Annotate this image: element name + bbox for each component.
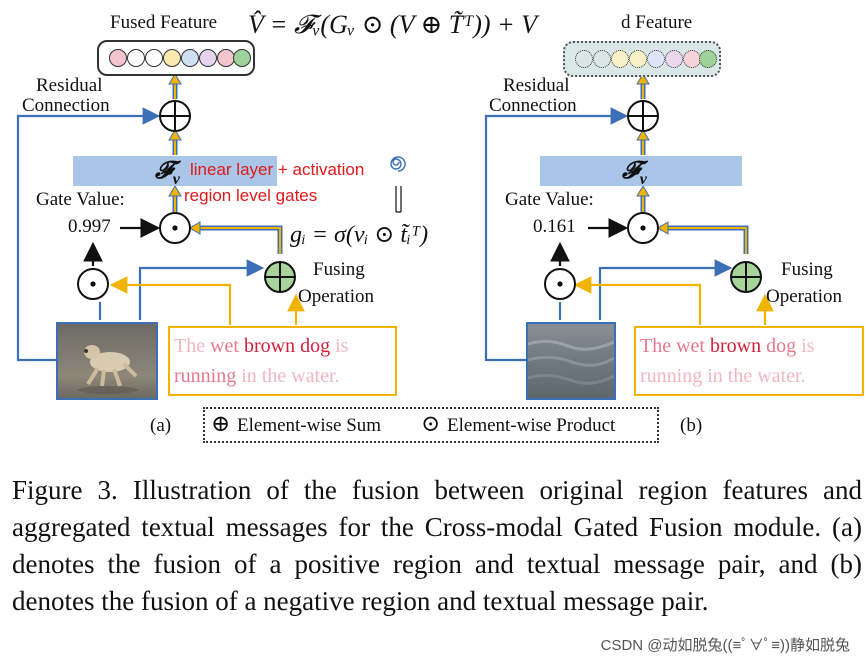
word: in [707,365,723,387]
word: wet [210,335,239,357]
word: is [801,335,815,357]
feature-cell [593,50,611,68]
fusing-label-b-1: Fusing [781,259,833,280]
fv-layer-bar-b [540,156,742,186]
feature-cell [611,50,629,68]
fusing-label-b-2: Operation [766,286,842,307]
fusion-formula: V̂ = 𝓕ᵥ(Gᵥ ⊙ (V ⊕ T̃ᵀ)) + V [248,10,538,39]
word: brown [243,335,296,357]
gate-formula: gᵢ = σ(vᵢ ⊙ t̃ᵢᵀ) [290,222,429,248]
feature-label-fragment-b: d Feature [621,12,693,33]
fv-layer-bar-a [73,156,277,186]
spiral-doodle [390,156,406,172]
residual-label-a-1: Residual [36,75,103,96]
fuse-to-top-product-a [192,225,283,254]
note-linear-layer: linear layer + activation [190,160,365,179]
sub-label-b: (b) [680,415,703,436]
word: running [640,365,703,387]
watermark: CSDN @动如脱兔((≡ﾟ∀ﾟ≡))静如脱兔 [600,637,850,654]
feature-vector-b [563,41,721,77]
sentence-box-b: The wet brown dog is running in the wate… [634,326,864,396]
feature-cell [233,49,251,67]
feature-cell [665,50,683,68]
fused-feature-vector-a [97,40,255,76]
word: dog [300,335,331,357]
region-image-b [526,322,616,400]
region-image-a [56,322,158,400]
sub-label-a: (a) [150,415,172,436]
water-texture-b [528,339,614,385]
feature-cell [199,49,217,67]
word: brown [709,335,762,357]
feature-cell [647,50,665,68]
word: water. [291,365,340,387]
fv-symbol-a: 𝓕v [155,158,180,188]
note-region-gates: region level gates [184,186,318,205]
word: the [261,365,287,387]
dog-figure-a [78,345,138,394]
residual-label-b-1: Residual [503,75,570,96]
residual-label-a-2: Connection [22,95,110,116]
word: The [640,335,672,357]
word: dog [766,335,797,357]
fusing-label-a-2: Operation [298,286,374,307]
bar-doodle [395,186,402,213]
fusing-label-a-1: Fusing [313,259,365,280]
word: The [174,335,206,357]
legend-sum-label: Element-wise Sum [237,415,382,436]
product-symbol-icon: ⊙ [421,411,441,436]
feature-cell [699,50,717,68]
feature-cell [145,49,163,67]
sum-symbol-icon: ⊕ [211,411,231,436]
sentence-b: The wet brown dog is running in the wate… [640,331,860,391]
fv-symbol-b: 𝓕v [622,158,647,188]
word: in [241,365,257,387]
word: running [174,365,237,387]
feature-cell [127,49,145,67]
fused-feature-label: Fused Feature [110,12,218,33]
legend-product-label: Element-wise Product [447,415,616,436]
feature-cell [629,50,647,68]
gate-value-label-a: Gate Value: [36,189,125,210]
word: is [335,335,349,357]
figure-caption: Figure 3. Illustration of the fusion bet… [12,475,862,616]
feature-cell [181,49,199,67]
word: water. [757,365,806,387]
diagram-lines [16,73,774,362]
feature-cell [575,50,593,68]
feature-cell [109,49,127,67]
residual-line-b [484,107,629,362]
text-to-product-a [109,276,232,325]
gate-value-label-b: Gate Value: [505,189,594,210]
sentence-box-a: The wet brown dog is running in the wate… [168,326,397,396]
legend: ⊕ Element-wise Sum ⊙ Element-wise Produc… [203,407,659,443]
word: the [727,365,753,387]
gate-value-b: 0.161 [533,216,576,237]
residual-line-a [16,107,161,362]
feature-cell [163,49,181,67]
word: wet [676,335,705,357]
gate-value-a: 0.997 [68,216,111,237]
image-to-fuse-a [138,259,265,320]
sentence-a: The wet brown dog is running in the wate… [174,331,392,391]
residual-label-b-2: Connection [489,95,577,116]
